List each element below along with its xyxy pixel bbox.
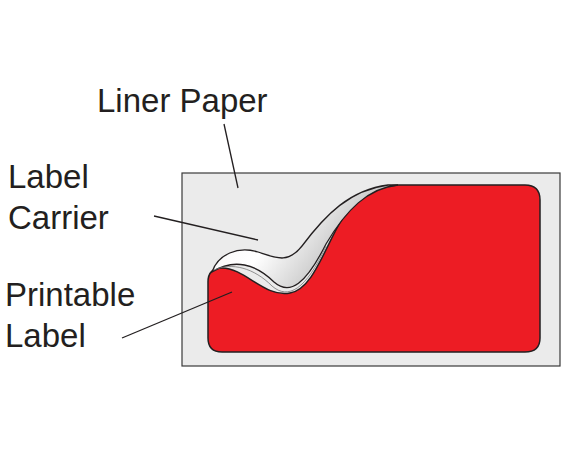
liner-sheet <box>182 173 560 366</box>
printable-label-shape <box>208 185 540 352</box>
carrier-edge <box>214 246 326 292</box>
part-label: Liner Paper <box>97 80 357 121</box>
leader-line <box>154 216 258 240</box>
part-label: Label Carrier <box>8 156 138 238</box>
part-label: Printable Label <box>5 274 175 356</box>
leader-line <box>224 124 238 188</box>
leader-line <box>122 292 232 338</box>
